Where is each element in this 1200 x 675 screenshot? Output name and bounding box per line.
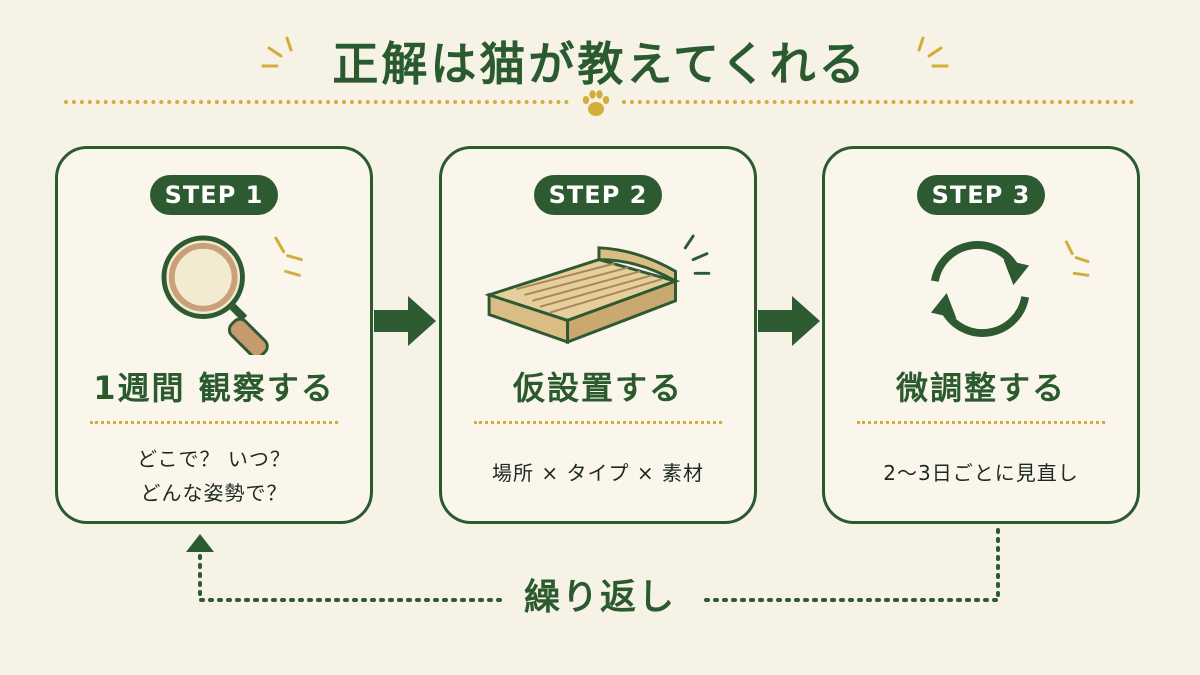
step-1-card: STEP 1 1週間 観察する どこで？ いつ？ どんな姿勢で？ xyxy=(55,146,373,524)
step-3-heading: 微調整する xyxy=(895,369,1066,407)
title-divider-left xyxy=(64,100,569,104)
title-divider-right xyxy=(622,100,1134,104)
step-1-divider xyxy=(90,421,338,424)
step-1-heading: 1週間 観察する xyxy=(93,369,335,407)
arrow-right-icon xyxy=(758,296,820,346)
step-2-divider xyxy=(474,421,722,424)
step-2-card: STEP 2 仮設置する 場所 × タイプ × 素材 xyxy=(439,146,757,524)
scratcher-bed-icon xyxy=(484,234,711,345)
sparkle-left-icon xyxy=(261,36,293,68)
step-3-badge: STEP 3 xyxy=(917,175,1045,215)
paw-icon xyxy=(582,90,610,116)
magnifier-icon xyxy=(161,235,303,355)
arrow-up-icon xyxy=(186,534,214,552)
page-title: 正解は猫が教えてくれる xyxy=(332,37,868,91)
step-2-badge: STEP 2 xyxy=(534,175,662,215)
sparkle-right-icon xyxy=(917,36,949,68)
step-1-line-1: どこで？ いつ？ xyxy=(137,447,291,471)
loop-label: 繰り返し xyxy=(523,577,676,618)
step-3-card: STEP 3 微調整する 2〜3日ごとに見直し xyxy=(822,146,1140,524)
step-2-line-1: 場所 × タイプ × 素材 xyxy=(492,461,704,485)
step-3-line-1: 2〜3日ごとに見直し xyxy=(883,461,1079,485)
step-1-line-2: どんな姿勢で？ xyxy=(140,481,288,505)
arrow-right-icon xyxy=(374,296,436,346)
step-1-badge: STEP 1 xyxy=(150,175,278,215)
step-3-divider xyxy=(857,421,1105,424)
cycle-icon xyxy=(930,240,1090,337)
step-2-heading: 仮設置する xyxy=(512,369,683,407)
